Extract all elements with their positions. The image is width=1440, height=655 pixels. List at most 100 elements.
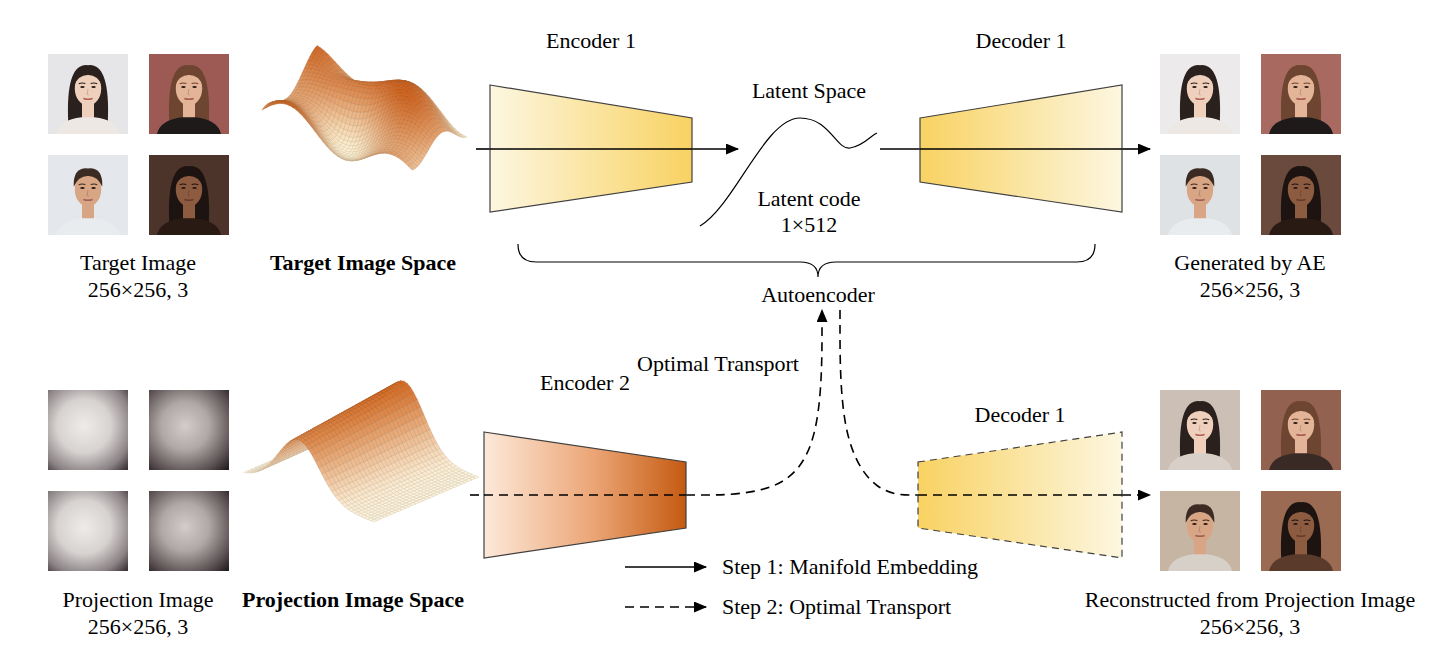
flow-through-line [490,148,692,150]
eyebrow [1292,82,1299,84]
hair-back [1281,65,1321,122]
eyebrow [91,183,98,185]
hair-top [1287,67,1316,85]
eye [1192,86,1196,88]
photo-background [1261,54,1341,134]
trapezoid-outline [490,85,692,212]
node-label: Latent Space [752,78,866,104]
surface-cell [303,117,309,123]
embedding-arrow [476,148,490,150]
node-sublabel: 256×256, 3 [88,277,188,303]
surface-cell [405,162,411,166]
nose [87,89,89,95]
surface-cell [307,121,313,127]
hair-back [68,65,108,122]
eye [1304,187,1308,189]
eyebrow [91,82,98,84]
photo-background [48,155,128,235]
manifold-surface: Projection Image Space [236,384,470,614]
eyebrow [180,82,187,84]
transport-arrow [840,310,918,495]
shoulders [56,218,120,235]
shoulders [1168,117,1232,134]
surface-cell [318,136,324,142]
mouth [83,199,92,201]
eyebrow [1191,183,1198,185]
node-sublabel: 256×256, 3 [1200,277,1300,303]
eye [1192,187,1196,189]
nose [1199,89,1201,95]
eyebrow [1203,82,1210,84]
eyebrow [192,82,199,84]
photo-background [149,54,229,134]
node-illustration [236,384,470,614]
embedding-arrow [880,148,920,150]
surface-cell [408,166,414,171]
mouth [184,199,193,201]
nose [1199,190,1201,196]
shoulders [1269,218,1333,235]
surface-cell [322,141,328,147]
hair-top [74,168,103,186]
flow-through-line [920,148,1122,150]
eyebrow [79,183,86,185]
eye [1293,187,1297,189]
nose [188,190,190,196]
embedding-arrow [1122,148,1150,150]
eyebrow [192,183,199,185]
photo-background [48,54,128,134]
eye [80,187,84,189]
encoder-trapezoid: Encoder 1 [490,28,692,212]
node-illustration [490,28,692,212]
autoencoder-label: Autoencoder [753,280,883,310]
transport-arrow [470,494,484,496]
surface-cell [288,105,294,107]
hair-back [169,65,209,122]
projection-photo [149,390,229,470]
mouth [83,98,92,100]
node-label: Target Image Space [270,250,456,276]
node-label: Encoder 1 [546,28,636,54]
eye [181,187,185,189]
image-grid: Target Image256×256, 3 [40,50,236,306]
node-label: Decoder 1 [975,28,1066,54]
latent-space: Latent SpaceLatent code 1×512 [738,76,880,238]
eyebrow [1304,82,1311,84]
surface-cell [292,107,298,110]
mouth [1195,98,1204,100]
eye [192,86,196,88]
node-label: Projection Image [63,587,214,613]
photo-background [1160,54,1240,134]
eye [181,86,185,88]
node-label: Generated by AE [1174,250,1326,276]
photo-background [149,155,229,235]
nose [1300,89,1302,95]
mouth [1296,98,1305,100]
eye [91,86,95,88]
surface-cell [262,106,268,110]
projection-photo [48,491,128,571]
surface-cell [311,126,317,132]
manifold-surface: Target Image Space [250,38,476,282]
eye [1203,187,1207,189]
eyebrow [1304,183,1311,185]
mouth [184,98,193,100]
decoder-trapezoid: Decoder 1 [920,28,1122,212]
hair-top [74,67,103,85]
eyebrow [1191,82,1198,84]
shoulders [157,117,221,134]
nose [87,190,89,196]
photo-background [1160,155,1240,235]
eyebrow [1292,183,1299,185]
shoulders [56,117,120,134]
shoulders [1168,218,1232,235]
surface-cell [296,110,302,114]
hair-back [1281,166,1321,223]
surface-cell [315,131,321,137]
surface-cell [300,113,306,118]
hair-top [1287,168,1316,186]
shoulders [157,218,221,235]
projection-photo [149,491,229,571]
node-illustration [920,28,1122,212]
